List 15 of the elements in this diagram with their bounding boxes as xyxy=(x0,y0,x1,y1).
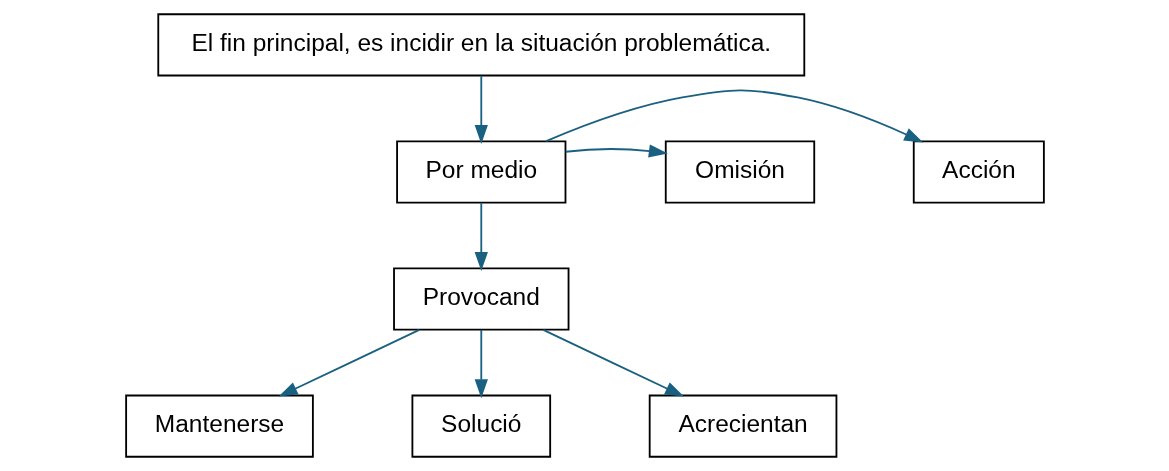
node-box: Acción xyxy=(912,140,1045,204)
arrow xyxy=(474,201,488,272)
node-box: Solució xyxy=(410,394,551,458)
node-box: Acrecientan xyxy=(648,394,837,458)
node-box: Omisión xyxy=(664,140,815,204)
node-box: Mantenerse xyxy=(124,394,314,458)
node-box: Provocand xyxy=(392,267,569,331)
arrow xyxy=(544,89,923,143)
arrow xyxy=(278,329,420,397)
arrow xyxy=(474,74,488,145)
arrow xyxy=(474,329,488,399)
node-box: El fin principal, es incidir en la situación problemática. xyxy=(156,13,805,77)
arrow xyxy=(564,144,668,158)
arrow xyxy=(541,329,684,397)
node-box: Por medio xyxy=(395,140,566,204)
